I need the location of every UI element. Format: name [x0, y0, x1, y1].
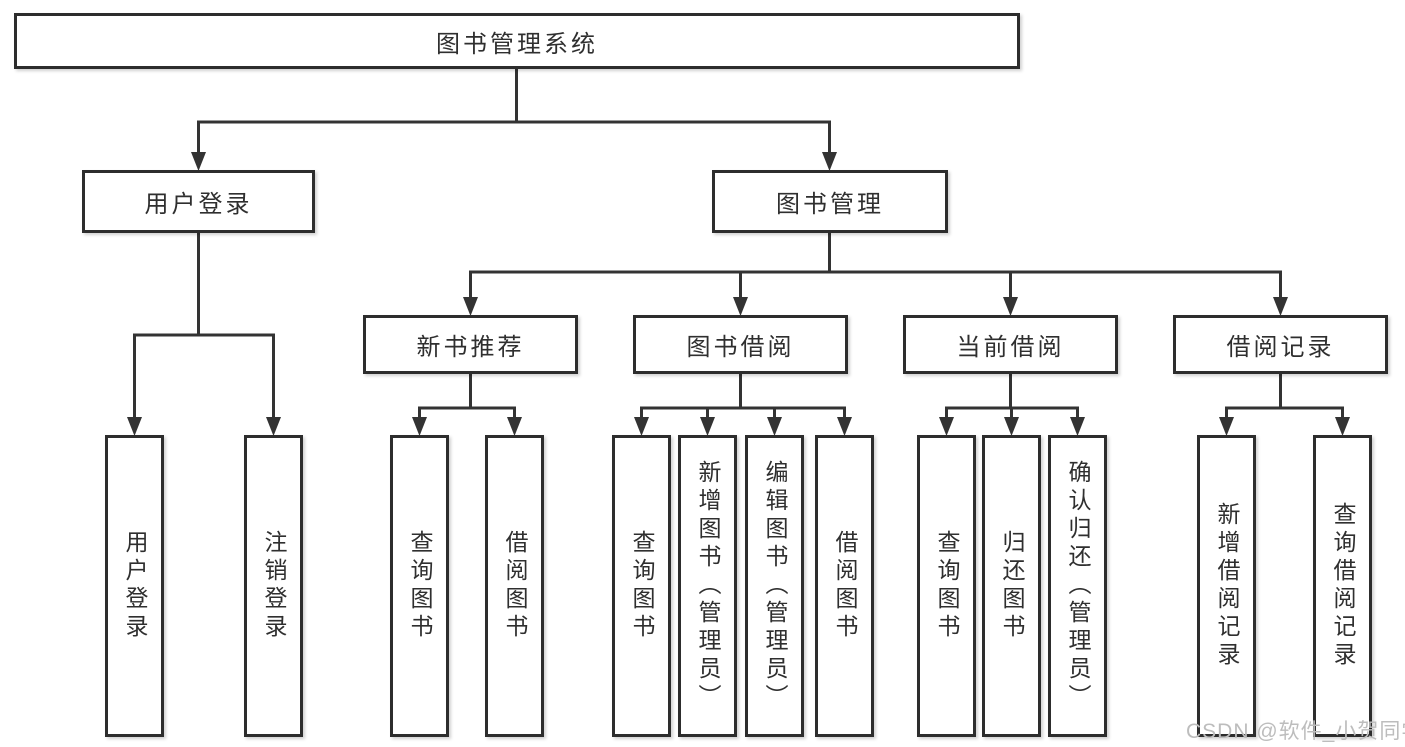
leaf-return-books: 归还图书 [982, 435, 1041, 737]
node-book-management: 图书管理 [712, 170, 948, 233]
node-new-book-recommend: 新书推荐 [363, 315, 578, 374]
leaf-borrow-books: 借阅图书 [815, 435, 874, 737]
leaf-add-borrow-record: 新增借阅记录 [1197, 435, 1256, 737]
leaf-borrow-books-recommend: 借阅图书 [485, 435, 544, 737]
leaf-query-books-recommend: 查询图书 [390, 435, 449, 737]
node-user-login: 用户登录 [82, 170, 315, 233]
watermark-text: CSDN @软件_小贺同学 [1186, 720, 1405, 743]
leaf-query-borrow-record: 查询借阅记录 [1313, 435, 1372, 737]
node-borrow-records: 借阅记录 [1173, 315, 1388, 374]
node-current-borrowing: 当前借阅 [903, 315, 1118, 374]
leaf-user-login: 用户登录 [105, 435, 164, 737]
leaf-edit-books-admin: 编辑图书（管理员） [745, 435, 804, 737]
leaf-query-books-borrow: 查询图书 [612, 435, 671, 737]
leaf-add-books-admin: 新增图书（管理员） [678, 435, 737, 737]
leaf-logout: 注销登录 [244, 435, 303, 737]
node-book-management-system: 图书管理系统 [14, 13, 1020, 69]
node-book-borrowing: 图书借阅 [633, 315, 848, 374]
leaf-confirm-return-admin: 确认归还（管理员） [1048, 435, 1107, 737]
connector-segments [133, 67, 1344, 426]
leaf-query-books-current: 查询图书 [917, 435, 976, 737]
arrowheads [127, 152, 1350, 436]
